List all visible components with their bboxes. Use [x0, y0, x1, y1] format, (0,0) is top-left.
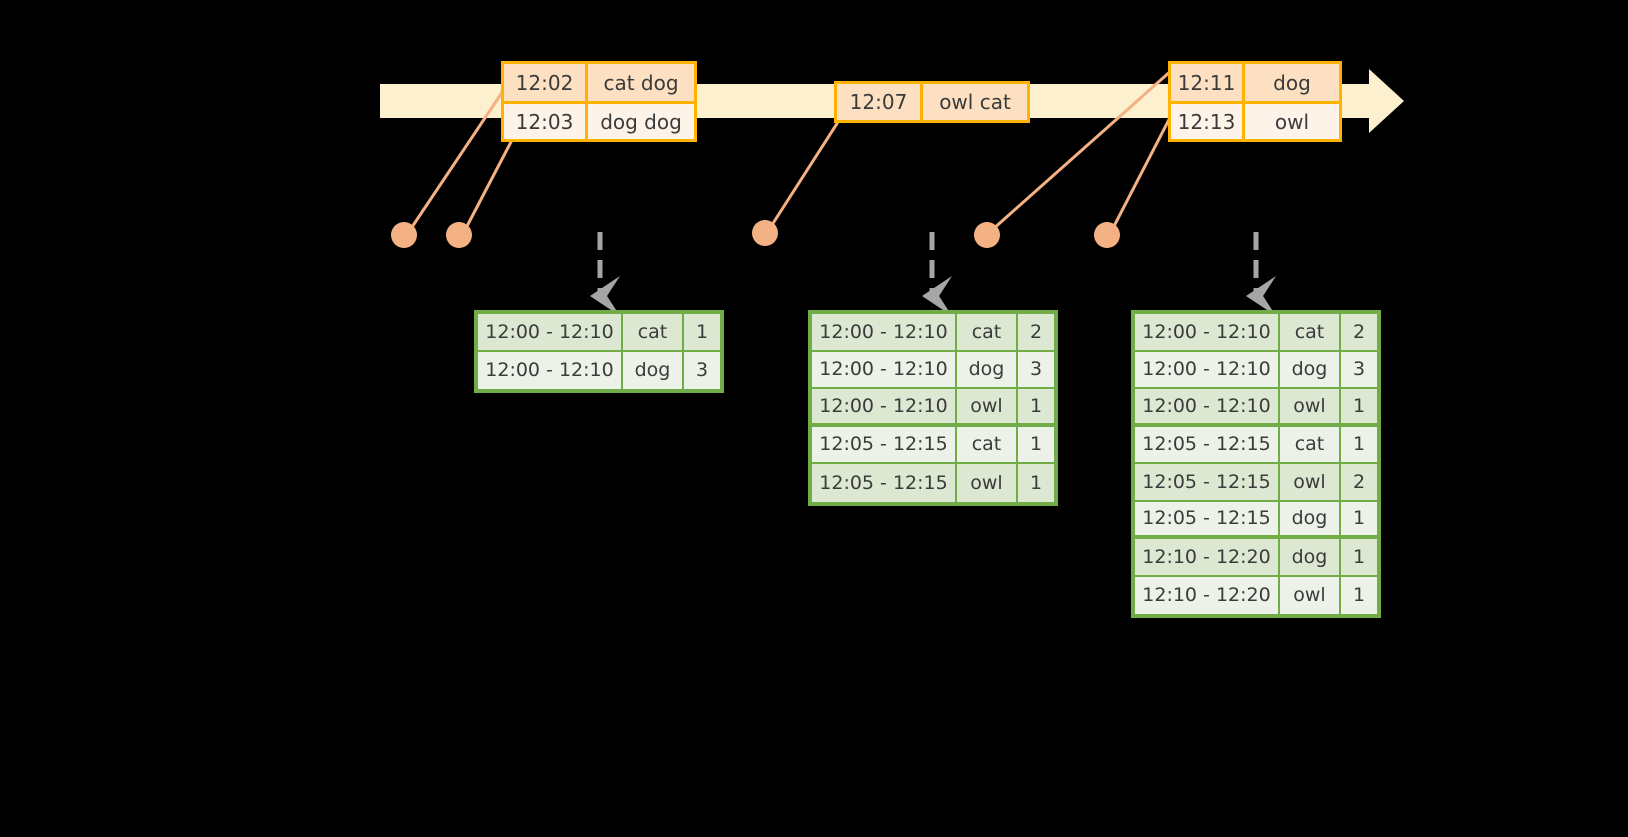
key-cell: dog: [1280, 351, 1341, 387]
count-cell: 3: [1352, 358, 1366, 381]
key-cell: owl: [1280, 464, 1341, 500]
timeline-arrowhead-icon: [1369, 69, 1404, 133]
table-row: 12:10 - 12:20 dog 1: [1135, 539, 1377, 577]
count-cell: 1: [1029, 471, 1043, 494]
event-time: 12:03: [504, 104, 588, 139]
window-cell: 12:00 - 12:10: [812, 351, 957, 387]
window-cell: 12:00 - 12:10: [1135, 389, 1280, 423]
key-cell: owl: [957, 464, 1018, 502]
table-row: 12:05 - 12:15 cat 1: [1135, 426, 1377, 464]
result-table-after-1207[interactable]: 12:00 - 12:10 cat 2 12:00 - 12:10 dog 3 …: [808, 310, 1058, 506]
count-cell: 1: [1352, 507, 1366, 530]
table-row: 12:00 - 12:10 cat 2: [812, 314, 1054, 352]
event-words: cat dog: [603, 70, 679, 95]
key-cell: owl: [1280, 576, 1341, 614]
table-row: 12:00 - 12:10 dog 3: [478, 351, 720, 389]
window-cell: 12:00 - 12:10: [1135, 351, 1280, 387]
window-cell: 12:05 - 12:15: [812, 464, 957, 502]
event-row: 12:02 cat dog: [504, 64, 694, 102]
event-words: owl: [1274, 109, 1310, 134]
count-cell: 2: [1352, 470, 1366, 493]
table-row: 12:00 - 12:10 cat 2: [1135, 314, 1377, 352]
window-cell: 12:05 - 12:15: [1135, 501, 1280, 535]
event-words: dog: [1273, 70, 1311, 95]
source-dot-5: [1094, 222, 1120, 248]
event-time: 12:02: [504, 64, 588, 102]
event-time: 12:07: [837, 84, 923, 120]
result-arrows: [590, 232, 1276, 316]
table-row: 12:10 - 12:20 owl 1: [1135, 576, 1377, 614]
key-cell: cat: [623, 314, 684, 350]
count-cell: 2: [1352, 320, 1366, 343]
table-row: 12:00 - 12:10 owl 1: [812, 389, 1054, 427]
window-cell: 12:05 - 12:15: [1135, 464, 1280, 500]
window-cell: 12:05 - 12:15: [812, 426, 957, 462]
table-row: 12:05 - 12:15 cat 1: [812, 426, 1054, 464]
event-row: 12:13 owl: [1171, 101, 1339, 139]
key-cell: cat: [957, 426, 1018, 462]
event-box-1202-1203[interactable]: 12:02 cat dog 12:03 dog dog: [501, 61, 697, 142]
window-cell: 12:00 - 12:10: [478, 314, 623, 350]
table-row: 12:05 - 12:15 owl 2: [1135, 464, 1377, 502]
event-box-1211-1213[interactable]: 12:11 dog 12:13 owl: [1168, 61, 1342, 142]
connector-line-5: [1110, 107, 1177, 231]
event-row: 12:07 owl cat: [837, 84, 1027, 120]
connector-line-2: [463, 139, 514, 231]
count-cell: 1: [695, 320, 709, 343]
count-cell: 1: [1352, 394, 1366, 417]
window-cell: 12:00 - 12:10: [812, 314, 957, 350]
table-row: 12:05 - 12:15 dog 1: [1135, 501, 1377, 539]
window-cell: 12:00 - 12:10: [1135, 314, 1280, 350]
source-dot-1: [391, 222, 417, 248]
table-row: 12:00 - 12:10 dog 3: [1135, 351, 1377, 389]
count-cell: 1: [1352, 545, 1366, 568]
count-cell: 3: [695, 359, 709, 382]
count-cell: 1: [1029, 394, 1043, 417]
key-cell: owl: [1280, 389, 1341, 423]
key-cell: dog: [623, 351, 684, 389]
window-cell: 12:00 - 12:10: [812, 389, 957, 423]
key-cell: owl: [957, 389, 1018, 423]
event-row: 12:11 dog: [1171, 64, 1339, 102]
key-cell: dog: [1280, 539, 1341, 575]
table-row: 12:00 - 12:10 dog 3: [812, 351, 1054, 389]
window-cell: 12:00 - 12:10: [478, 351, 623, 389]
count-cell: 1: [1029, 433, 1043, 456]
source-dot-2: [446, 222, 472, 248]
table-row: 12:05 - 12:15 owl 1: [812, 464, 1054, 502]
table-row: 12:00 - 12:10 owl 1: [1135, 389, 1377, 427]
source-dot-3: [752, 220, 778, 246]
key-cell: cat: [1280, 426, 1341, 462]
table-row: 12:00 - 12:10 cat 1: [478, 314, 720, 352]
key-cell: cat: [1280, 314, 1341, 350]
window-cell: 12:05 - 12:15: [1135, 426, 1280, 462]
event-time: 12:13: [1171, 104, 1245, 139]
count-cell: 2: [1029, 320, 1043, 343]
key-cell: cat: [957, 314, 1018, 350]
count-cell: 3: [1029, 358, 1043, 381]
count-cell: 1: [1352, 584, 1366, 607]
key-cell: dog: [1280, 501, 1341, 535]
event-box-1207[interactable]: 12:07 owl cat: [834, 81, 1030, 123]
connector-line-3: [768, 121, 840, 229]
count-cell: 1: [1352, 433, 1366, 456]
key-cell: dog: [957, 351, 1018, 387]
result-table-after-1203[interactable]: 12:00 - 12:10 cat 1 12:00 - 12:10 dog 3: [474, 310, 724, 393]
source-dot-4: [974, 222, 1000, 248]
result-table-after-1213[interactable]: 12:00 - 12:10 cat 2 12:00 - 12:10 dog 3 …: [1131, 310, 1381, 618]
event-words: owl cat: [939, 90, 1011, 114]
event-words: dog dog: [600, 109, 682, 134]
window-cell: 12:10 - 12:20: [1135, 539, 1280, 575]
event-row: 12:03 dog dog: [504, 101, 694, 139]
event-time: 12:11: [1171, 64, 1245, 102]
window-cell: 12:10 - 12:20: [1135, 576, 1280, 614]
